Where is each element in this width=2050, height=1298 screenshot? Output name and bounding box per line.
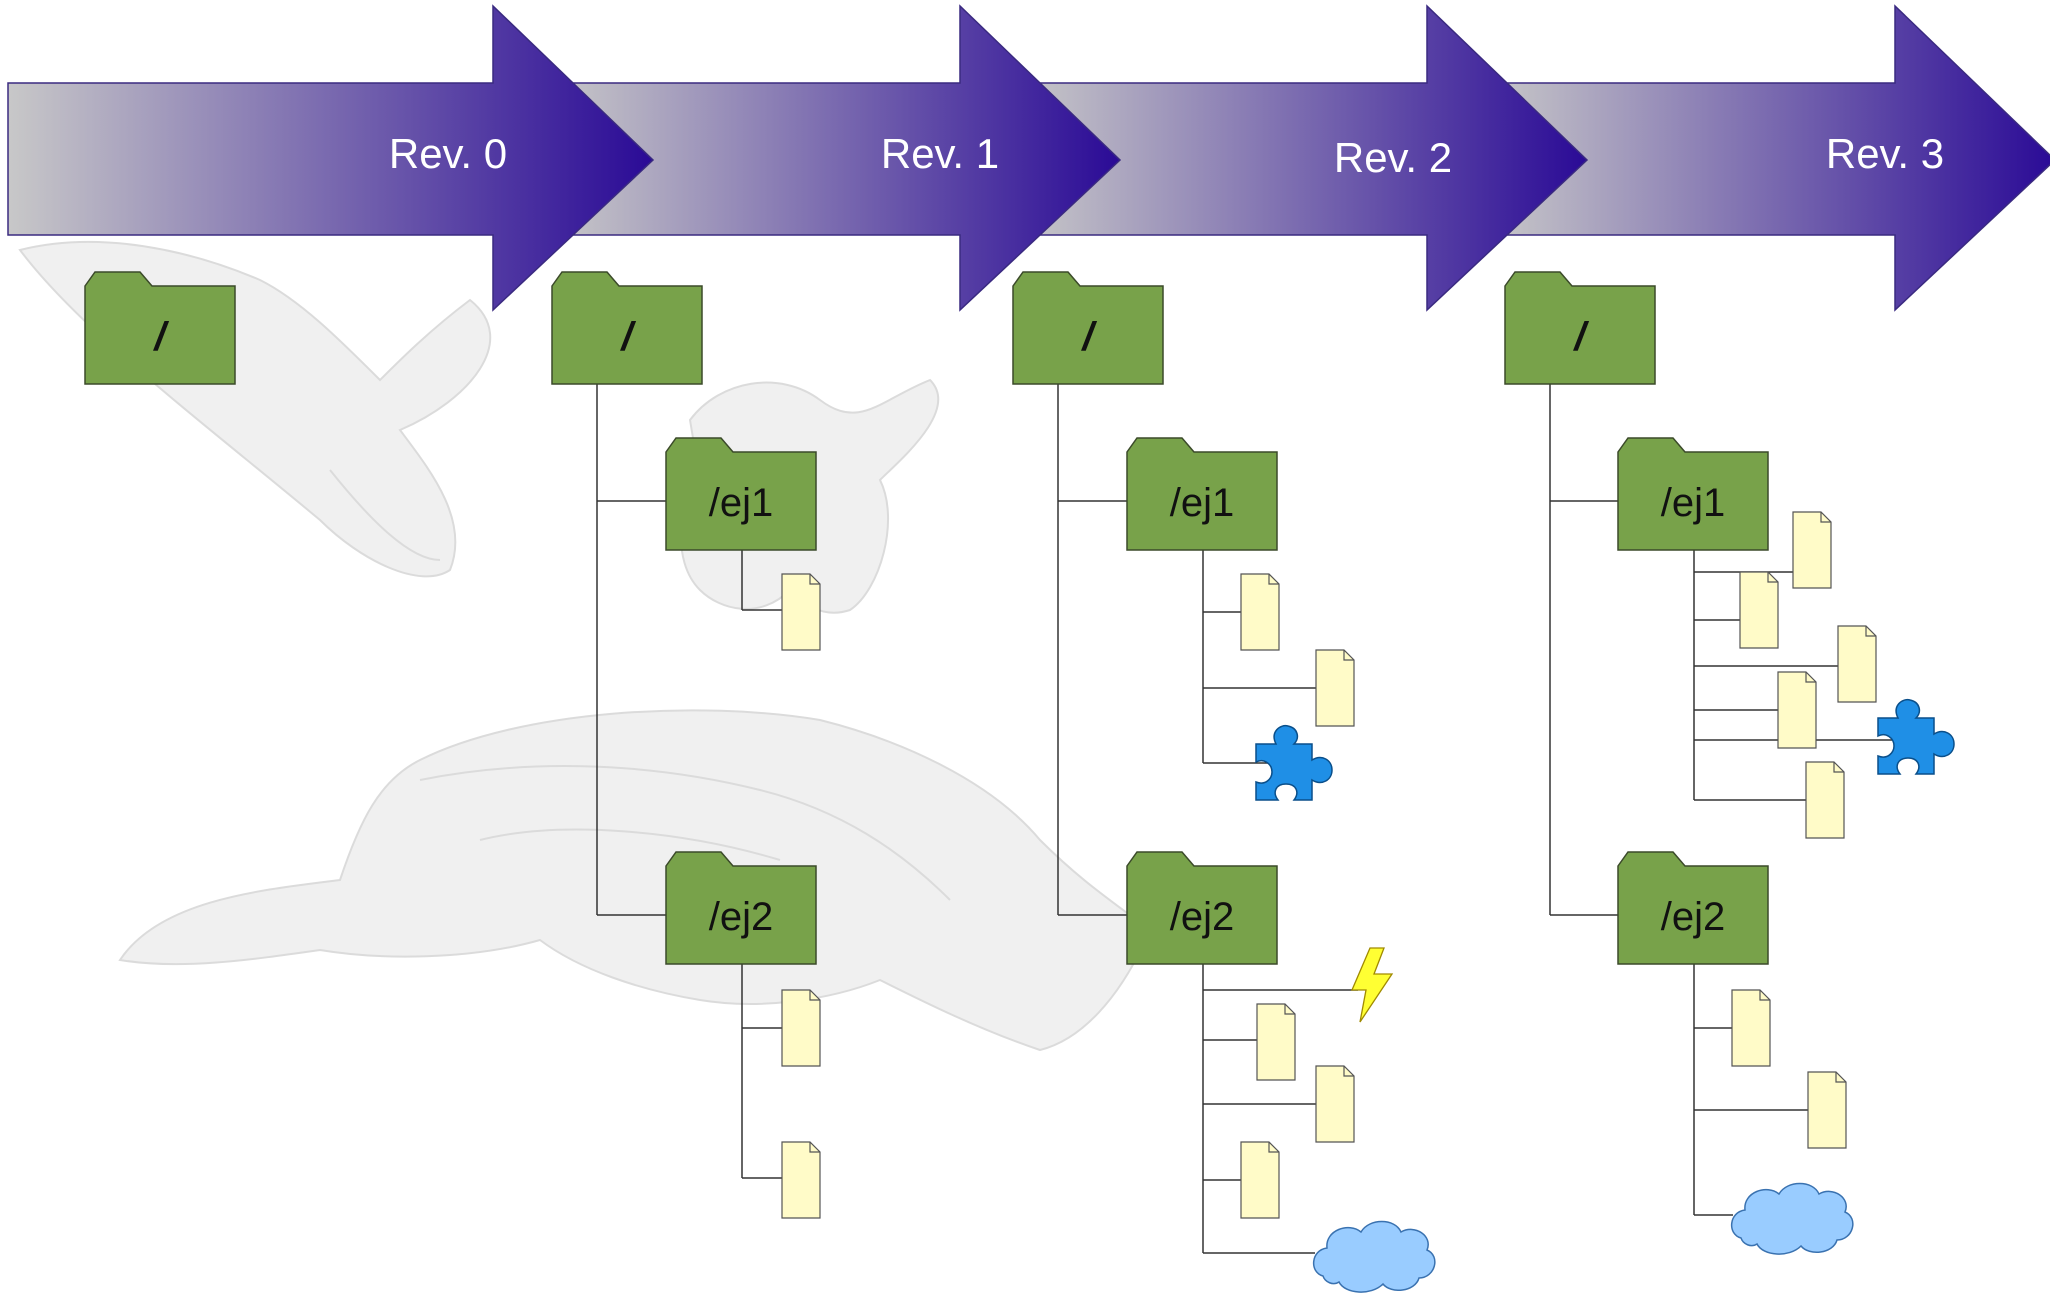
folder-label: / bbox=[619, 315, 636, 359]
revision-arrow: Rev. 3 bbox=[1489, 4, 2050, 312]
document-icon bbox=[1731, 989, 1771, 1067]
revision-label: Rev. 0 bbox=[389, 130, 507, 177]
revision-arrow: Rev. 0 bbox=[7, 4, 655, 312]
folder-label: / bbox=[1080, 315, 1097, 359]
document-icon bbox=[1805, 761, 1845, 839]
folder-label: / bbox=[1572, 315, 1589, 359]
arrow-shape bbox=[1489, 4, 2050, 312]
document-icon bbox=[781, 989, 821, 1067]
folder-icon: /ej1 bbox=[665, 437, 817, 551]
document-icon bbox=[1315, 1065, 1355, 1143]
document-icon bbox=[1256, 1003, 1296, 1081]
revision-label: Rev. 3 bbox=[1826, 130, 1944, 177]
revision-tree: / bbox=[84, 271, 236, 385]
folder-label: /ej1 bbox=[1170, 481, 1235, 525]
document-icon bbox=[1739, 571, 1779, 649]
lightning-bolt-icon bbox=[1351, 947, 1394, 1023]
revision-tree: / /ej1/ej2 bbox=[1504, 271, 1955, 1255]
document-icon bbox=[781, 1141, 821, 1219]
directory-trees: / / /ej1/ej2 / /ej1/ej2 / /ej1/ej2 bbox=[84, 271, 1955, 1293]
revision-arrow: Rev. 2 bbox=[1021, 4, 1589, 312]
document-icon bbox=[1240, 1141, 1280, 1219]
document-icon bbox=[1807, 1071, 1847, 1149]
arrow-shape bbox=[554, 4, 1122, 312]
revision-label: Rev. 1 bbox=[881, 130, 999, 177]
folder-label: /ej2 bbox=[1661, 895, 1726, 939]
revision-arrows: Rev. 3 Rev. 2 Rev. 1 Rev. 0 bbox=[7, 4, 2050, 312]
document-icon bbox=[1837, 625, 1877, 703]
revision-arrow: Rev. 1 bbox=[554, 4, 1122, 312]
document-icon bbox=[1315, 649, 1355, 727]
folder-icon: / bbox=[1012, 271, 1164, 385]
puzzle-piece-icon bbox=[1255, 724, 1333, 801]
folder-icon: /ej1 bbox=[1617, 437, 1769, 551]
folder-icon: / bbox=[551, 271, 703, 385]
folder-label: /ej1 bbox=[1661, 481, 1726, 525]
document-icon bbox=[1792, 511, 1832, 589]
revision-tree: / /ej1/ej2 bbox=[1012, 271, 1436, 1293]
folder-label: / bbox=[152, 315, 169, 359]
folder-icon: /ej2 bbox=[1617, 851, 1769, 965]
folder-icon: / bbox=[84, 271, 236, 385]
revision-tree: / /ej1/ej2 bbox=[551, 271, 821, 1219]
cloud-icon bbox=[1731, 1182, 1854, 1255]
cloud-icon bbox=[1313, 1220, 1436, 1293]
folder-icon: / bbox=[1504, 271, 1656, 385]
folder-label: /ej2 bbox=[709, 895, 774, 939]
folder-label: /ej1 bbox=[709, 481, 774, 525]
folder-label: /ej2 bbox=[1170, 895, 1235, 939]
folder-icon: /ej2 bbox=[665, 851, 817, 965]
folder-icon: /ej1 bbox=[1126, 437, 1278, 551]
arrow-shape bbox=[7, 4, 655, 312]
revision-label: Rev. 2 bbox=[1334, 134, 1452, 181]
document-icon bbox=[1777, 671, 1817, 749]
folder-icon: /ej2 bbox=[1126, 851, 1278, 965]
document-icon bbox=[781, 573, 821, 651]
puzzle-piece-icon bbox=[1877, 698, 1955, 775]
arrow-shape bbox=[1021, 4, 1589, 312]
document-icon bbox=[1240, 573, 1280, 651]
